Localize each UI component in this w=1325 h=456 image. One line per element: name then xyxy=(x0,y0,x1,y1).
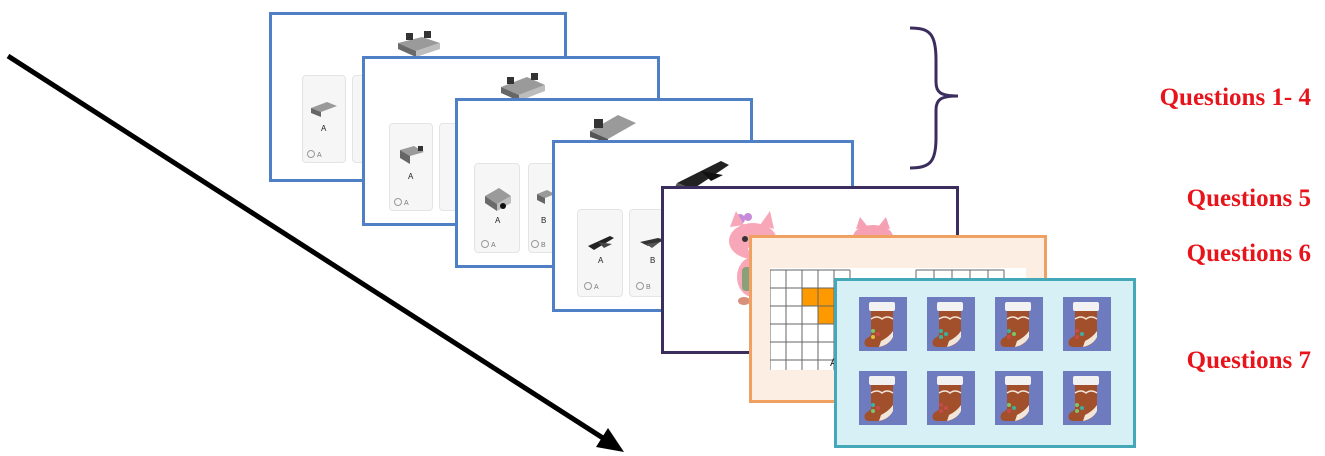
option-block-figure xyxy=(485,188,511,211)
stocking-icon xyxy=(864,302,895,347)
stocking-icon xyxy=(864,376,895,421)
stocking-tile[interactable] xyxy=(995,297,1043,351)
christmas-stocking-card xyxy=(834,278,1136,448)
option-radio[interactable]: A xyxy=(307,150,322,159)
stocking-tile[interactable] xyxy=(995,371,1043,425)
label-questions-1-4: Questions 1- 4 xyxy=(1159,84,1311,111)
option-letter: B xyxy=(650,256,656,265)
stocking-icon xyxy=(1068,302,1099,347)
option-letter: A xyxy=(495,216,501,225)
label-questions-6: Questions 6 xyxy=(1186,240,1311,267)
target-block-figure xyxy=(398,31,440,57)
option-letter: A xyxy=(321,124,327,133)
option-block-figure xyxy=(400,146,424,164)
option-block-figure xyxy=(640,238,666,248)
stocking-tile[interactable] xyxy=(1063,371,1111,425)
option-letter: A xyxy=(408,172,414,181)
option-panel-a[interactable]: A A xyxy=(577,209,623,297)
option-panel-a[interactable]: A A xyxy=(302,75,346,163)
option-radio[interactable]: A xyxy=(584,282,599,291)
stocking-icon xyxy=(932,302,963,347)
option-block-figure xyxy=(588,236,614,250)
target-block-figure xyxy=(501,73,545,101)
stocking-tile[interactable] xyxy=(927,297,975,351)
stocking-tile[interactable] xyxy=(1063,297,1111,351)
stocking-icon xyxy=(1000,302,1031,347)
stocking-tile[interactable] xyxy=(927,371,975,425)
option-radio[interactable]: A xyxy=(394,198,409,207)
stocking-tile[interactable] xyxy=(859,297,907,351)
stocking-icon xyxy=(1000,376,1031,421)
option-block-figure xyxy=(537,190,555,204)
option-radio[interactable]: A xyxy=(481,240,496,249)
option-panel-a[interactable]: A A xyxy=(389,123,433,211)
stocking-tile[interactable] xyxy=(859,371,907,425)
questions-bracket xyxy=(909,26,959,170)
option-radio[interactable]: B xyxy=(636,282,651,291)
stocking-icon xyxy=(932,376,963,421)
label-questions-5: Questions 5 xyxy=(1186,185,1311,212)
stocking-icon xyxy=(1068,376,1099,421)
option-letter: A xyxy=(598,256,604,265)
option-letter: B xyxy=(541,216,547,225)
label-questions-7: Questions 7 xyxy=(1186,347,1311,374)
option-block-figure xyxy=(311,102,337,117)
option-radio[interactable]: B xyxy=(531,240,546,249)
option-panel-a[interactable]: A A xyxy=(474,163,520,253)
